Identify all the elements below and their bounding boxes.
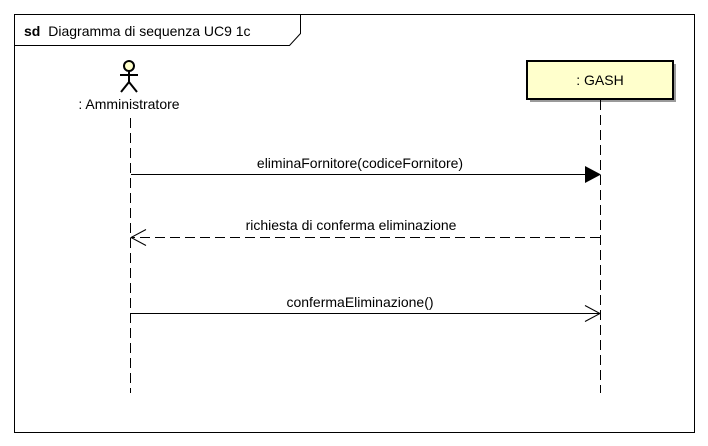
actor-left-leg xyxy=(120,81,130,93)
message-3-label: confermaEliminazione() xyxy=(286,294,433,310)
actor-figure xyxy=(120,60,138,93)
system-box xyxy=(526,60,674,100)
message-2-arrowhead xyxy=(129,229,147,246)
actor-head xyxy=(123,60,135,72)
frame-keyword: sd xyxy=(24,23,40,39)
message-1-arrowhead xyxy=(585,166,601,183)
actor-label: : Amministratore xyxy=(78,96,179,112)
frame-title: sd Diagramma di sequenza UC9 1c xyxy=(24,23,251,39)
message-1: eliminaFornitore(codiceFornitore) xyxy=(131,155,601,183)
frame-title-text: Diagramma di sequenza UC9 1c xyxy=(48,23,250,39)
message-3: confermaEliminazione() xyxy=(131,294,602,322)
message-3-arrowhead xyxy=(584,305,602,322)
message-2-label: richiesta di conferma eliminazione xyxy=(246,217,457,233)
actor-right-leg xyxy=(128,81,138,93)
message-2: richiesta di conferma eliminazione xyxy=(129,217,600,246)
message-1-label: eliminaFornitore(codiceFornitore) xyxy=(257,155,463,171)
system-label: : GASH xyxy=(576,72,623,88)
frame-tab xyxy=(14,14,301,46)
